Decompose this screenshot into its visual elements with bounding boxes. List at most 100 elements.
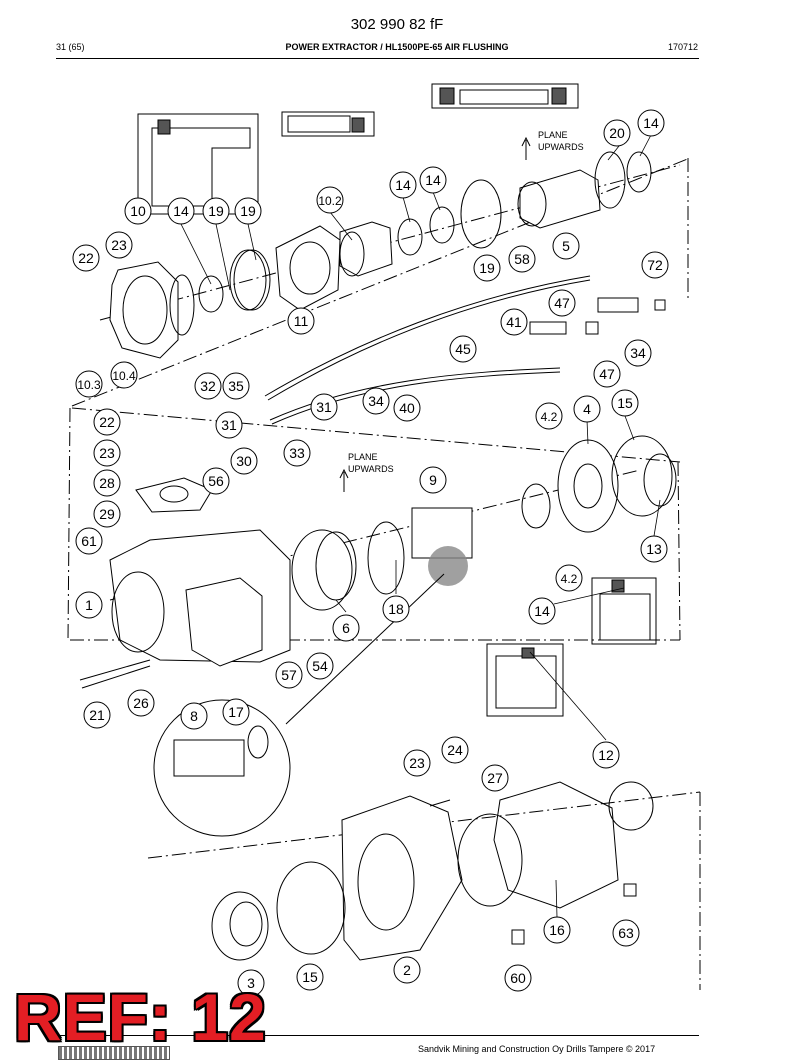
callout-label: 27 bbox=[487, 770, 503, 786]
callout-label: 47 bbox=[554, 295, 570, 311]
bearing-3 bbox=[211, 891, 269, 961]
callout-bubble bbox=[167, 197, 195, 225]
callout-bubble bbox=[593, 360, 621, 388]
callout-label: 41 bbox=[506, 314, 522, 330]
hose-45 bbox=[264, 275, 591, 397]
oring-18 bbox=[367, 521, 405, 595]
callout-bubble bbox=[332, 614, 360, 642]
callout-label: 22 bbox=[99, 414, 115, 430]
detail-circle-8 bbox=[153, 699, 291, 837]
callout-label: 24 bbox=[447, 742, 463, 758]
callout-label: 9 bbox=[429, 472, 437, 488]
callout-label: 14 bbox=[643, 115, 659, 131]
callout-bubble bbox=[287, 307, 315, 335]
piston-bundle-9 bbox=[411, 507, 473, 586]
oring-17 bbox=[247, 725, 269, 759]
callout-bubble bbox=[573, 395, 601, 423]
callout-label: 15 bbox=[302, 969, 318, 985]
callout-label: 14 bbox=[395, 177, 411, 193]
callout-label: 40 bbox=[399, 400, 415, 416]
callout-bubble bbox=[222, 698, 250, 726]
cylinder-6 bbox=[291, 529, 353, 611]
callout-bubble bbox=[306, 652, 334, 680]
oring-14-b bbox=[397, 218, 423, 256]
callout-label: 63 bbox=[618, 925, 634, 941]
seal-detail-box-2 bbox=[281, 111, 375, 137]
note-upwards-mid: UPWARDS bbox=[348, 464, 394, 474]
callout-label: 5 bbox=[562, 238, 570, 254]
callout-label: 6 bbox=[342, 620, 350, 636]
hose-40 bbox=[269, 367, 561, 421]
callout-label: 23 bbox=[409, 755, 425, 771]
gasket-16 bbox=[493, 781, 619, 909]
seal-detail-box-12 bbox=[486, 643, 564, 717]
ref-overlay-label: REF: 12 bbox=[14, 980, 267, 1054]
callout-label: 28 bbox=[99, 475, 115, 491]
callout-bubble bbox=[93, 439, 121, 467]
document-code: 170712 bbox=[667, 42, 698, 52]
callout-bubble bbox=[419, 466, 447, 494]
footer-copyright: Sandvik Mining and Construction Oy Drill… bbox=[418, 1044, 656, 1054]
callout-label: 14 bbox=[173, 203, 189, 219]
callout-label: 10.2 bbox=[318, 194, 342, 208]
page-title: POWER EXTRACTOR / HL1500PE-65 AIR FLUSHI… bbox=[285, 42, 509, 52]
callout-label: 60 bbox=[510, 970, 526, 986]
callout-bubble bbox=[393, 956, 421, 984]
callout-bubble bbox=[127, 689, 155, 717]
callout-bubble bbox=[500, 308, 528, 336]
oring-15-bottom bbox=[276, 861, 346, 955]
oring-14-c bbox=[429, 206, 455, 244]
callout-bubble bbox=[603, 119, 631, 147]
callout-label: 4.2 bbox=[541, 410, 558, 424]
callout-label: 18 bbox=[388, 601, 404, 617]
callout-bubble bbox=[105, 231, 133, 259]
callout-bubble bbox=[110, 361, 138, 389]
callout-label: 16 bbox=[549, 922, 565, 938]
callout-label: 17 bbox=[228, 704, 244, 720]
callout-bubble bbox=[403, 749, 431, 777]
callout-bubble bbox=[275, 661, 303, 689]
callout-label: 19 bbox=[208, 203, 224, 219]
callout-bubble bbox=[441, 736, 469, 764]
bolt-21 bbox=[79, 659, 151, 681]
callout-bubble bbox=[389, 171, 417, 199]
callout-label: 26 bbox=[133, 695, 149, 711]
callout-label: 54 bbox=[312, 658, 328, 674]
callout-bubble bbox=[611, 389, 639, 417]
callout-label: 21 bbox=[89, 707, 105, 723]
callout-bubble bbox=[504, 964, 532, 992]
seal-detail-box-1 bbox=[137, 113, 259, 215]
callout-label: 10.3 bbox=[77, 378, 101, 392]
document-number: 302 990 82 fF bbox=[350, 16, 444, 33]
callout-bubble bbox=[548, 289, 576, 317]
callout-bubble bbox=[202, 197, 230, 225]
callout-bubble bbox=[449, 335, 477, 363]
callout-label: 34 bbox=[368, 393, 384, 409]
callout-bubble bbox=[535, 402, 563, 430]
callout-bubble bbox=[473, 254, 501, 282]
callout-bubble bbox=[202, 467, 230, 495]
callout-label: 58 bbox=[514, 251, 530, 267]
plug-60 bbox=[511, 929, 525, 945]
oring-19-b bbox=[460, 179, 502, 249]
callout-bubble bbox=[552, 232, 580, 260]
block-2 bbox=[341, 795, 463, 961]
callout-bubble bbox=[222, 372, 250, 400]
oring-20 bbox=[594, 151, 626, 209]
page-indicator: 31 (65) bbox=[56, 42, 85, 52]
callout-bubble bbox=[75, 370, 103, 398]
part-5-housing bbox=[519, 169, 601, 229]
callout-label: 14 bbox=[425, 172, 441, 188]
callout-label: 1 bbox=[85, 597, 93, 613]
callout-bubble bbox=[640, 535, 668, 563]
callout-bubble bbox=[592, 741, 620, 769]
oring-12 bbox=[608, 781, 654, 831]
callout-bubble bbox=[362, 387, 390, 415]
callout-bubble bbox=[93, 469, 121, 497]
callout-bubble bbox=[215, 411, 243, 439]
callout-label: 23 bbox=[99, 445, 115, 461]
callout-label: 45 bbox=[455, 341, 471, 357]
callout-label: 3 bbox=[247, 975, 255, 991]
callout-bubble bbox=[124, 197, 152, 225]
